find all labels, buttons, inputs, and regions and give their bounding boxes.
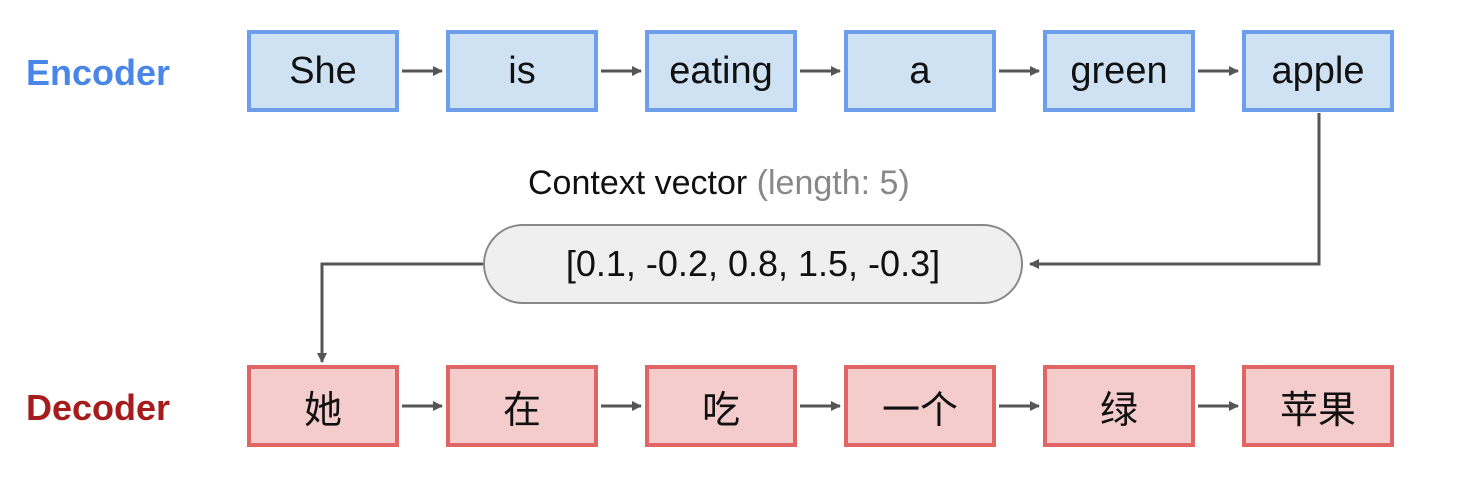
context-caption: Context vector (length: 5)	[528, 164, 910, 203]
decoder-token: 绿	[1043, 365, 1195, 447]
decoder-token: 一个	[844, 365, 996, 447]
encoder-token: a	[844, 30, 996, 112]
context-length-note: (length: 5)	[756, 164, 910, 202]
decoder-token: 在	[446, 365, 598, 447]
decoder-label: Decoder	[26, 387, 171, 428]
decoder-token: 她	[247, 365, 399, 447]
encoder-to-context-arrow	[1029, 113, 1321, 269]
context-vector: [0.1, -0.2, 0.8, 1.5, -0.3]	[483, 224, 1023, 304]
context-to-decoder-arrow	[317, 262, 483, 363]
encoder-label: Encoder	[26, 52, 171, 93]
encoder-token: eating	[645, 30, 797, 112]
encoder-token: apple	[1242, 30, 1394, 112]
context-caption-text: Context vector	[528, 164, 748, 202]
decoder-token: 苹果	[1242, 365, 1394, 447]
encoder-token: She	[247, 30, 399, 112]
encoder-token: green	[1043, 30, 1195, 112]
encoder-token: is	[446, 30, 598, 112]
decoder-token: 吃	[645, 365, 797, 447]
